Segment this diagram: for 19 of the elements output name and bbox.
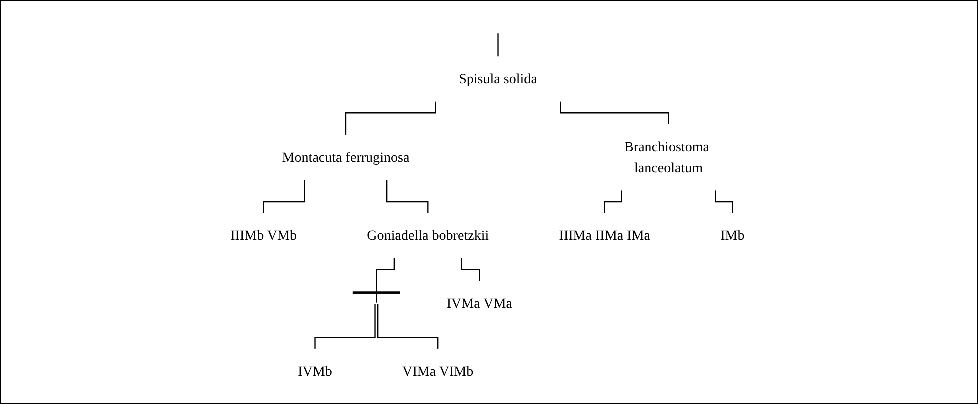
connector — [604, 190, 623, 214]
connector — [462, 258, 481, 282]
connector — [378, 304, 439, 350]
node-text: Goniadella bobretzkii — [367, 228, 490, 244]
node-text: Branchiostoma lanceolatum — [624, 138, 710, 176]
node-text: VIMa VIMb — [402, 363, 474, 379]
node-text: IIIMa IIMa IMa — [560, 228, 651, 244]
connector — [314, 304, 376, 350]
node-text: Montacuta ferruginosa — [282, 149, 410, 165]
connector — [376, 258, 396, 304]
connector — [264, 180, 306, 214]
node-text: IVMa VMa — [447, 296, 513, 312]
connector — [716, 190, 734, 214]
node-text: IVMb — [298, 363, 333, 379]
connector — [386, 180, 430, 214]
connector — [498, 34, 500, 58]
node-text: IMb — [720, 228, 746, 244]
node-text: IIIMb VMb — [230, 228, 298, 244]
node-bar — [353, 292, 401, 294]
